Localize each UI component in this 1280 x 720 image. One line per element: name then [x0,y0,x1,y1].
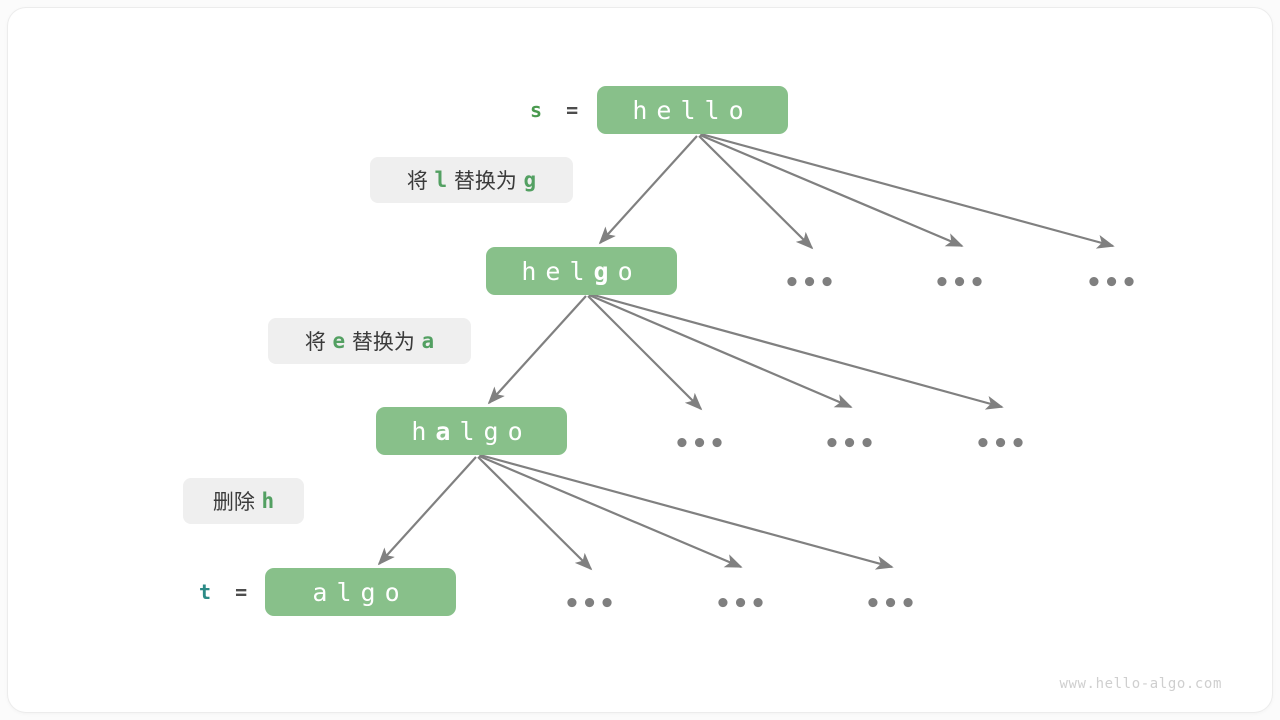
char-l: l [680,95,705,125]
dots-l1-b: ••• [933,268,987,298]
char-g: g [360,577,385,607]
char-h: h [632,95,657,125]
char-l: l [704,95,729,125]
edge-helgo-dots1 [587,295,703,411]
char-h: h [521,256,546,286]
edge-hello-dots1 [698,135,814,250]
dots-l1-a: ••• [783,268,837,298]
edge-halgo-dots2 [478,454,743,569]
op-verb: 删除 [212,490,255,514]
edge-hello-helgo [598,135,698,245]
op-space-3 [415,329,422,353]
dots-l2-b: ••• [823,429,877,459]
char-o: o [728,95,753,125]
edge-halgo-algo [377,456,477,566]
char-l: l [336,577,361,607]
edge-hello-dots2 [699,133,964,248]
variable-name-s: s [530,98,543,122]
op-replace-l-g: 将 l 替换为 g [370,157,573,203]
op-from-char: h [261,489,275,513]
dots-l3-b: ••• [714,589,768,619]
op-replace-e-a: 将 e 替换为 a [268,318,471,364]
watermark: www.hello-algo.com [1059,676,1222,692]
char-a: a [312,577,337,607]
op-connector: 替换为 [453,169,517,193]
op-space-1 [255,489,262,513]
char-g-highlighted: g [593,256,618,286]
char-o: o [384,577,409,607]
op-space-1 [326,329,333,353]
op-space-2 [345,329,352,353]
dots-l3-c: ••• [864,589,918,619]
char-l: l [569,256,594,286]
op-verb: 将 [304,330,326,354]
edge-halgo-dots3 [479,453,894,570]
edge-helgo-halgo [487,295,587,405]
op-to-char: a [421,329,435,353]
char-a-highlighted: a [435,416,460,446]
edge-hello-dots3 [700,132,1115,249]
edge-halgo-dots1 [477,456,593,571]
op-from-char: l [434,168,448,192]
equals-sign: = [542,98,579,122]
edge-helgo-dots2 [588,293,853,409]
variable-label-s: s = [530,98,578,122]
op-space-3 [517,168,524,192]
variable-name-t: t [199,580,212,604]
op-space-1 [428,168,435,192]
char-h: h [411,416,436,446]
op-delete-h: 删除 h [183,478,304,524]
dots-l3-a: ••• [563,589,617,619]
char-o: o [617,256,642,286]
dots-l2-a: ••• [673,429,727,459]
equals-sign: = [211,580,248,604]
dots-l2-c: ••• [974,429,1028,459]
char-l: l [459,416,484,446]
op-space-2 [447,168,454,192]
char-g: g [483,416,508,446]
op-from-char: e [332,329,346,353]
op-connector: 替换为 [351,330,415,354]
char-e: e [656,95,681,125]
op-verb: 将 [406,169,428,193]
dots-l1-c: ••• [1085,268,1139,298]
edge-helgo-dots3 [589,292,1004,410]
variable-label-t: t = [199,580,247,604]
char-e: e [545,256,570,286]
op-to-char: g [523,168,537,192]
char-o: o [507,416,532,446]
